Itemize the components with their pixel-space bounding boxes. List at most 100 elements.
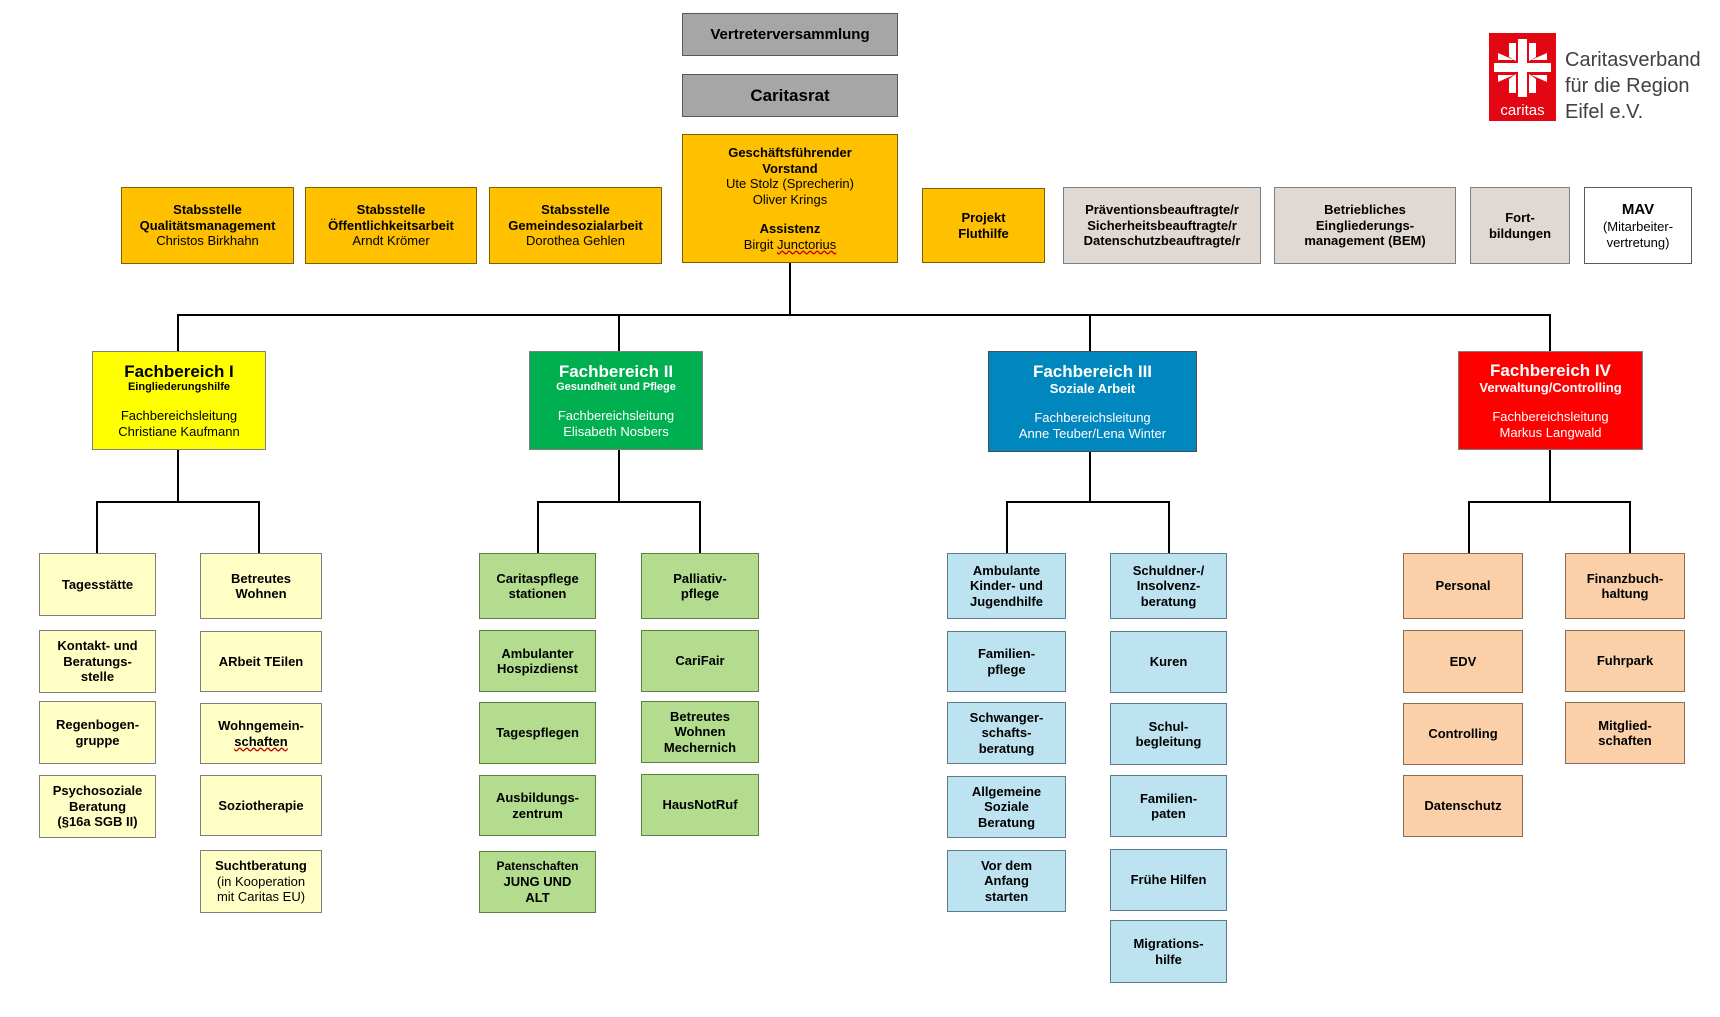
service-unit-label: paten <box>1151 806 1186 821</box>
bem-line-2: Eingliederungs- <box>1315 217 1415 233</box>
fortbildungen-box: Fort- bildungen <box>1470 187 1570 264</box>
connector-line <box>96 501 98 553</box>
service-unit-label: schafts- <box>981 725 1032 741</box>
fachbereich-title: Fachbereich I <box>124 362 234 381</box>
org-line-3: Eifel e.V. <box>1565 101 1644 123</box>
service-unit-box: EDV <box>1403 630 1523 693</box>
fachbereich-subtitle: Verwaltung/Controlling <box>1479 379 1622 395</box>
caritas-cross-logo: caritas <box>1489 33 1556 121</box>
fachbereich-subtitle: Soziale Arbeit <box>1049 380 1136 396</box>
service-unit-label: Soziotherapie <box>218 797 304 813</box>
caritas-wordmark: caritas <box>1500 102 1545 119</box>
org-line-1: Caritasverband <box>1565 49 1701 71</box>
service-unit-label: Kinder- und <box>970 578 1043 594</box>
service-unit-label: stationen <box>508 586 567 601</box>
service-unit-box: Soziotherapie <box>200 775 322 836</box>
service-unit-label: schaften <box>1598 733 1652 748</box>
service-unit-label: begleitung <box>1135 734 1202 749</box>
service-unit-box: Schuldner-/Insolvenz-beratung <box>1110 553 1227 619</box>
service-unit-label: Palliativ- <box>673 570 727 586</box>
stabsstelle-person: Arndt Krömer <box>352 233 430 249</box>
connector-line <box>1006 501 1170 503</box>
service-unit-label: Tagespflegen <box>496 725 579 741</box>
service-unit-label: HausNotRuf <box>662 797 738 813</box>
assistenz-last: Junctorius <box>777 236 837 252</box>
assistenz-first: Birgit <box>743 236 774 252</box>
fachbereich-lead-name: Anne Teuber/Lena Winter <box>1018 425 1167 441</box>
fachbereich-lead: Fachbereichsleitung <box>557 408 675 423</box>
stabsstelle-label: Stabsstelle <box>356 202 426 218</box>
service-unit-label: Insolvenz- <box>1136 578 1201 594</box>
connector-line <box>618 450 620 503</box>
vertreterversammlung-box: Vertreterversammlung <box>682 13 898 56</box>
service-unit-label: Vor dem <box>980 857 1033 873</box>
service-unit-box: Wohngemein-schaften <box>200 703 322 764</box>
service-unit-label: JUNG UND <box>503 874 572 890</box>
assistenz-title: Assistenz <box>759 221 821 236</box>
connector-line <box>1089 314 1091 351</box>
stabsstelle-person: Christos Birkhahn <box>156 233 259 249</box>
stabsstelle-label: Stabsstelle <box>541 202 610 218</box>
connector-line <box>618 314 620 351</box>
bem-box: Betriebliches Eingliederungs- management… <box>1274 187 1456 264</box>
organisation-name: Caritasverband für die Region Eifel e.V. <box>1565 47 1701 125</box>
org-line-2: für die Region <box>1565 75 1690 97</box>
service-unit-label: Fuhrpark <box>1596 653 1654 669</box>
service-unit-label: pflege <box>987 661 1026 677</box>
service-unit-box: Schul-begleitung <box>1110 703 1227 765</box>
service-unit-label: Regenbogen- <box>55 717 140 732</box>
service-unit-label: Ambulanter <box>501 645 574 661</box>
fachbereich-lead-name: Markus Langwald <box>1499 424 1602 440</box>
service-unit-label: Anfang <box>984 873 1029 889</box>
praevention-line: Präventionsbeauftragte/r <box>1085 202 1239 218</box>
stabsstelle-area: Öffentlichkeitsarbeit <box>328 217 454 233</box>
stabsstelle-label: Stabsstelle <box>173 202 242 218</box>
projekt-fluthilfe: Projekt Fluthilfe <box>922 188 1045 263</box>
fachbereich-title: Fachbereich IV <box>1490 360 1611 380</box>
service-unit-label: starten <box>984 888 1029 904</box>
connector-line <box>1089 451 1091 503</box>
service-unit-label: Patenschaften <box>496 858 579 873</box>
service-unit-label: Soziale <box>984 799 1029 815</box>
service-unit-label: Datenschutz <box>1424 798 1502 814</box>
service-unit-label: Jugendhilfe <box>970 593 1043 609</box>
connector-line <box>537 501 701 503</box>
service-unit-label: Psychosoziale <box>52 783 143 799</box>
service-unit-label: Migrations- <box>1133 936 1204 951</box>
fachbereich-title: Fachbereich II <box>558 362 674 381</box>
vorstand-title-2: Vorstand <box>762 160 818 176</box>
vorstand-name-2: Oliver Krings <box>752 191 828 207</box>
stabsstelle-person: Dorothea Gehlen <box>525 233 625 249</box>
vertreterversammlung-label: Vertreterversammlung <box>710 25 870 43</box>
fachbereich-3-box: Fachbereich III Soziale Arbeit Fachberei… <box>988 351 1197 452</box>
fachbereich-lead-name: Christiane Kaufmann <box>118 423 240 439</box>
connector-line <box>537 501 539 553</box>
service-unit-label: Ausbildungs- <box>495 790 580 805</box>
service-unit-label: Allgemeine <box>971 783 1042 799</box>
connector-line <box>1629 501 1631 553</box>
stabsstelle-oeffentlichkeit: Stabsstelle Öffentlichkeitsarbeit Arndt … <box>305 187 477 264</box>
service-unit-label: Beratungs- <box>63 653 132 669</box>
service-unit-label: Wohngemein- <box>218 718 304 733</box>
service-unit-label: pflege <box>680 586 720 601</box>
stabsstelle-qualitaet: Stabsstelle Qualitätsmanagement Christos… <box>121 187 294 264</box>
fachbereich-title: Fachbereich III <box>1032 361 1153 381</box>
connector-line <box>177 314 1549 316</box>
fachbereich-lead: Fachbereichsleitung <box>1034 410 1151 426</box>
connector-line <box>96 501 260 503</box>
service-unit-label: Mechernich <box>663 739 737 755</box>
service-unit-box: CariFair <box>641 630 759 692</box>
bem-line-3: management (BEM) <box>1304 233 1426 249</box>
service-unit-label: mit Caritas EU) <box>216 889 306 905</box>
service-unit-label: gruppe <box>75 732 120 748</box>
service-unit-box: Familien-pflege <box>947 631 1066 692</box>
fachbereich-1-box: Fachbereich I Eingliederungshilfe Fachbe… <box>92 351 266 450</box>
service-unit-label: (§16a SGB II) <box>57 814 138 830</box>
service-unit-label: Beratung <box>977 814 1036 830</box>
service-unit-label: zentrum <box>512 805 563 821</box>
service-unit-label: Wohnen <box>235 586 287 601</box>
